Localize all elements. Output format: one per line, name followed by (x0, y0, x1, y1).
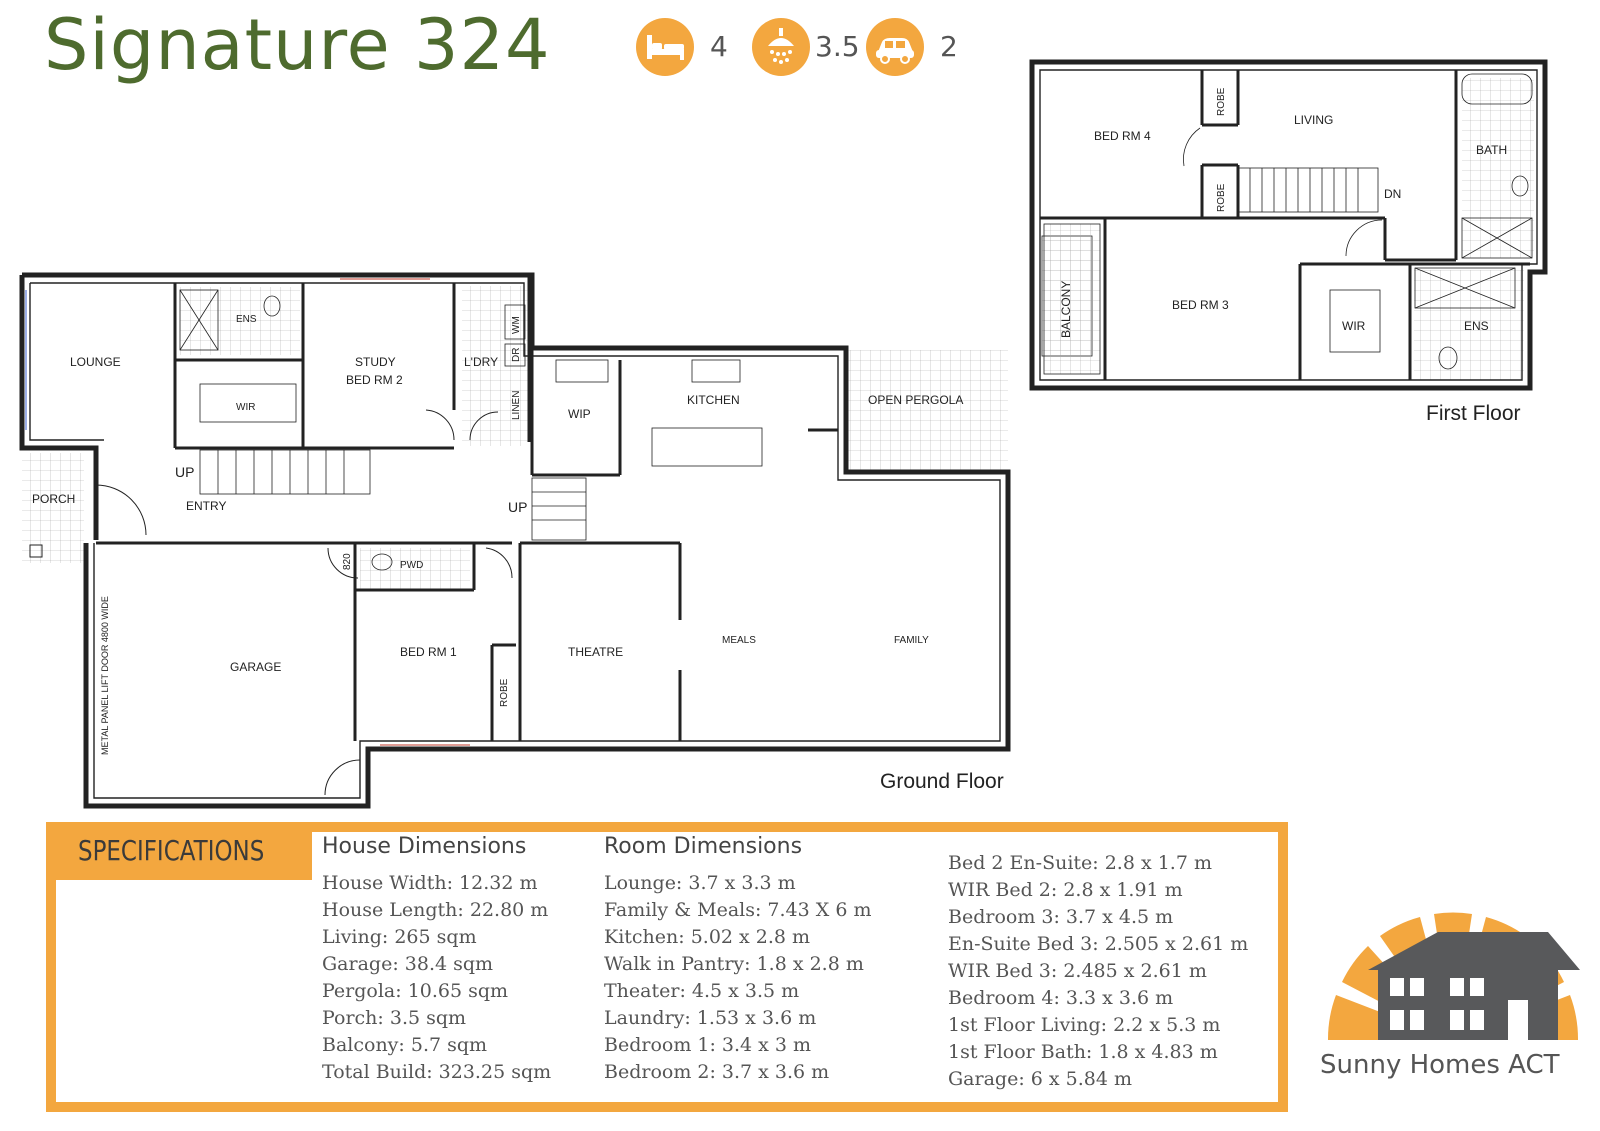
sun-house-logo-icon (1327, 912, 1580, 1040)
room-study: STUDY (355, 355, 396, 369)
label-up-stairs: UP (175, 464, 194, 480)
label-door-820: 820 (342, 553, 353, 570)
spec-line: Theater: 4.5 x 3.5 m (604, 980, 800, 1002)
plan-title: Signature 324 (44, 4, 551, 86)
spec-line: Garage: 38.4 sqm (322, 953, 494, 975)
room-bed4: BED RM 4 (1094, 129, 1151, 143)
car-icon (866, 18, 924, 76)
specifications-tab (46, 822, 312, 880)
room-garage: GARAGE (230, 660, 281, 674)
room-wir-bed3: WIR (1342, 319, 1366, 333)
spec-line: Porch: 3.5 sqm (322, 1007, 467, 1029)
room-dimensions-heading: Room Dimensions (604, 834, 803, 859)
label-garage-door: METAL PANEL LIFT DOOR 4800 WIDE (100, 596, 110, 755)
house-dimensions-heading: House Dimensions (322, 834, 527, 859)
room-wir: WIR (236, 402, 255, 413)
shower-icon (752, 18, 810, 76)
room-family: FAMILY (894, 635, 929, 646)
first-floor-plan (1029, 59, 1548, 391)
room-porch: PORCH (32, 492, 75, 506)
spec-line: Laundry: 1.53 x 3.6 m (604, 1007, 817, 1029)
room-balcony: BALCONY (1059, 281, 1073, 338)
ground-floor-plan (19, 235, 1093, 809)
spec-line: Kitchen: 5.02 x 2.8 m (604, 926, 811, 948)
spec-line: House Length: 22.80 m (322, 899, 549, 921)
spec-line: 1st Floor Bath: 1.8 x 4.83 m (948, 1041, 1218, 1063)
label-robe-2: ROBE (1216, 183, 1227, 212)
room-open-pergola: OPEN PERGOLA (868, 393, 963, 407)
room-living: LIVING (1294, 113, 1333, 127)
room-kitchen: KITCHEN (687, 393, 740, 407)
ground-floor-label: Ground Floor (880, 770, 1004, 793)
label-linen: LINEN (511, 391, 522, 420)
room-wip: WIP (568, 407, 591, 421)
spec-line: Garage: 6 x 5.84 m (948, 1068, 1133, 1090)
bathroom-count: 3.5 (815, 30, 860, 63)
spec-line: WIR Bed 3: 2.485 x 2.61 m (948, 960, 1207, 982)
floor-plans: LOUNGE ENS WIR STUDY BED RM 2 L'DRY WM D… (19, 59, 1548, 809)
house-dimensions: House Dimensions House Width: 12.32 m Ho… (322, 834, 551, 1088)
spec-line: Bedroom 4: 3.3 x 3.6 m (948, 987, 1174, 1009)
brand-name: Sunny Homes ACT (1320, 1050, 1560, 1080)
label-up-steps: UP (508, 499, 527, 515)
spec-line: House Width: 12.32 m (322, 872, 538, 894)
room-entry: ENTRY (186, 499, 226, 513)
bedroom-count: 4 (710, 30, 728, 63)
room-dimensions: Room Dimensions Lounge: 3.7 x 3.3 m Fami… (604, 834, 871, 1088)
spec-line: 1st Floor Living: 2.2 x 5.3 m (948, 1014, 1221, 1036)
spec-line: Bedroom 3: 3.7 x 4.5 m (948, 906, 1174, 928)
spec-line: Walk in Pantry: 1.8 x 2.8 m (604, 953, 864, 975)
spec-line: Bedroom 1: 3.4 x 3 m (604, 1034, 812, 1056)
room-bed2: BED RM 2 (346, 373, 403, 387)
room-laundry: L'DRY (464, 355, 498, 369)
label-wm: WM (511, 316, 522, 334)
spec-line: Bedroom 2: 3.7 x 3.6 m (604, 1061, 830, 1083)
spec-line: WIR Bed 2: 2.8 x 1.91 m (948, 879, 1183, 901)
room-ens-bed3: ENS (1464, 319, 1489, 333)
room-bed1: BED RM 1 (400, 645, 457, 659)
room-dimensions-continued: Bed 2 En-Suite: 2.8 x 1.7 m WIR Bed 2: 2… (948, 852, 1248, 1095)
spec-line: Living: 265 sqm (322, 926, 477, 948)
room-theatre: THEATRE (568, 645, 623, 659)
room-bath: BATH (1476, 143, 1507, 157)
spec-line: Bed 2 En-Suite: 2.8 x 1.7 m (948, 852, 1212, 874)
label-robe-1: ROBE (1216, 87, 1227, 116)
label-robe-bed1: ROBE (499, 678, 510, 707)
label-dn-stairs: DN (1384, 187, 1401, 201)
garage-count: 2 (940, 30, 958, 63)
room-lounge: LOUNGE (70, 355, 121, 369)
spec-line: Lounge: 3.7 x 3.3 m (604, 872, 796, 894)
bed-icon (636, 18, 694, 76)
spec-line: Balcony: 5.7 sqm (322, 1034, 488, 1056)
spec-line: En-Suite Bed 3: 2.505 x 2.61 m (948, 933, 1249, 955)
room-bed3: BED RM 3 (1172, 298, 1229, 312)
room-meals: MEALS (722, 635, 756, 646)
spec-line: Total Build: 323.25 sqm (322, 1061, 552, 1083)
room-ens: ENS (236, 314, 257, 325)
room-pwd: PWD (400, 560, 423, 571)
label-dr: DR (511, 348, 522, 362)
spec-line: Family & Meals: 7.43 X 6 m (604, 899, 872, 921)
spec-line: Pergola: 10.65 sqm (322, 980, 509, 1002)
specifications-title: SPECIFICATIONS (78, 834, 265, 867)
first-floor-label: First Floor (1426, 402, 1521, 425)
